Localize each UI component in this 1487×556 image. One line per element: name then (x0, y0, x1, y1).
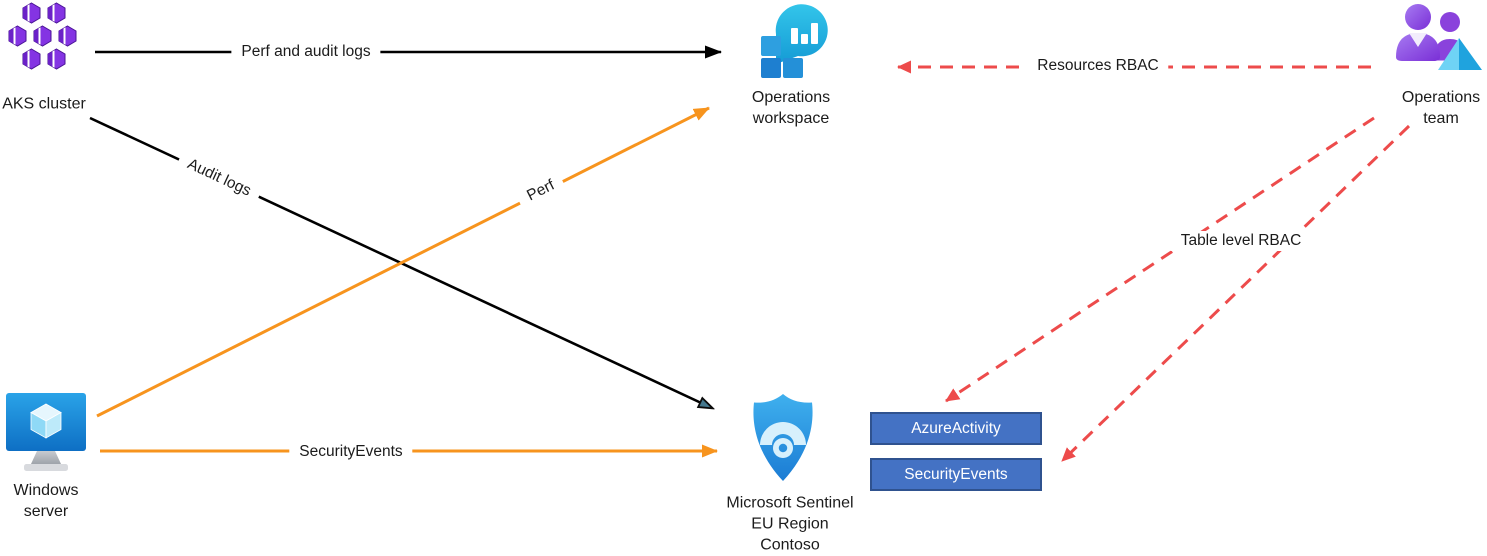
big-person-head (1405, 4, 1431, 30)
azure-activity-table-box: AzureActivity (870, 412, 1042, 445)
operations-workspace-label: Operations workspace (751, 89, 831, 127)
perf-and-audit-logs-edge-label: Perf and audit logs (231, 42, 381, 62)
small-person-head (1440, 12, 1460, 32)
shield-shape (753, 394, 813, 481)
security-events-edge-label: SecurityEvents (289, 442, 413, 462)
pyramid-right-face (1459, 38, 1482, 70)
monitor-stand (31, 451, 61, 464)
microsoft-sentinel-label: Microsoft Sentinel EU Region Contoso (726, 494, 854, 554)
radar-arc-shape (760, 422, 806, 445)
operations-team-label: Operations team (1401, 89, 1481, 127)
edge-table-rbac-azureactivity (945, 116, 1375, 403)
security-events-table-label: SecurityEvents (904, 465, 1008, 483)
table-level-rbac-edge-label: Table level RBAC (1170, 231, 1312, 251)
resources-rbac-edge-label: Resources RBAC (1027, 56, 1169, 76)
pyramid-left-face (1438, 38, 1459, 70)
edge-perf (96, 106, 710, 418)
azure-activity-table-label: AzureActivity (911, 419, 1001, 437)
radar-donut-shape (773, 438, 794, 458)
aks-hexagon-cluster-icon (8, 2, 77, 70)
log-analytics-workspace-icon (761, 4, 828, 78)
windows-server-monitor-icon (6, 393, 86, 471)
aks-cluster-label: AKS cluster (2, 95, 86, 113)
windows-server-label: Windows server (13, 482, 79, 520)
team-users-icon (1396, 4, 1482, 70)
edge-table-rbac-securityevents (1060, 124, 1411, 463)
monitor-base (24, 464, 68, 471)
sentinel-shield-icon (753, 394, 813, 481)
security-events-table-box: SecurityEvents (870, 458, 1042, 491)
